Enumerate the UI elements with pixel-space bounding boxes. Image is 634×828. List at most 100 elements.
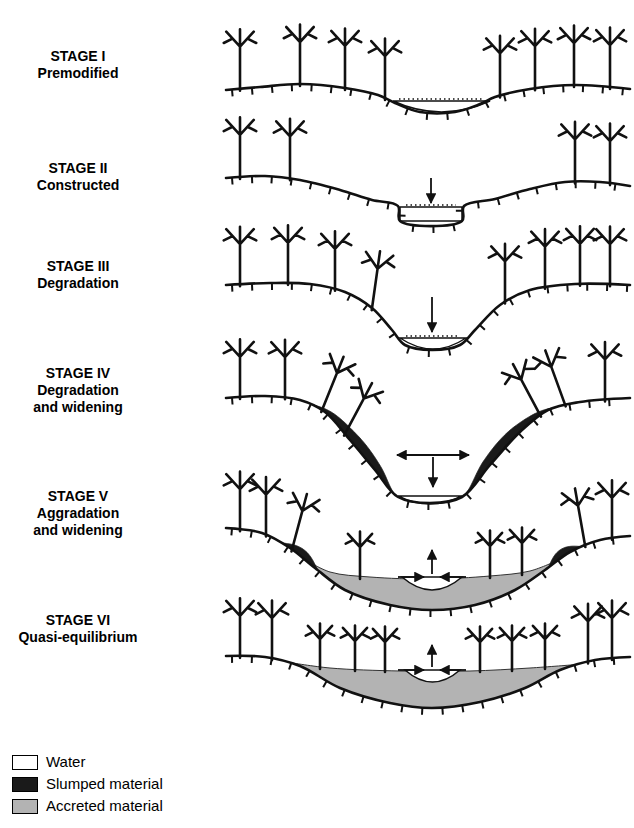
tree: [594, 227, 627, 287]
tree: [498, 626, 527, 671]
tree: [284, 24, 317, 86]
tree: [224, 117, 257, 179]
ground-profile: [226, 396, 630, 503]
tree: [272, 225, 305, 285]
section-features: [224, 225, 627, 336]
stage-name: Quasi-equilibrium: [8, 629, 148, 646]
legend-swatch: [12, 777, 38, 792]
tree: [594, 28, 627, 90]
stage-section: [224, 117, 630, 233]
stage-name: Degradation: [8, 275, 148, 292]
tree: [596, 601, 629, 661]
section-fills: [314, 405, 553, 504]
flow-arrow: [430, 178, 432, 203]
tree: [530, 345, 581, 412]
tree: [330, 376, 387, 444]
ground-ticks: [231, 528, 613, 617]
tree: [224, 339, 257, 399]
stage-name: Constructed: [8, 177, 148, 194]
tree: [346, 532, 375, 579]
tree: [558, 26, 591, 88]
tree: [306, 624, 335, 669]
section-ground: [226, 396, 630, 510]
tree: [276, 490, 323, 556]
section-features: [224, 24, 627, 100]
tree: [371, 627, 400, 672]
ground-ticks: [232, 283, 627, 357]
tree: [531, 624, 560, 669]
legend-swatch: [12, 799, 38, 814]
section-ground: [226, 84, 630, 120]
stage-section: [224, 339, 630, 510]
ground-profile: [226, 84, 630, 113]
legend-row: Water: [12, 752, 85, 772]
stage-number: STAGE IV: [8, 365, 148, 382]
section-ground: [226, 283, 630, 357]
stage-name: Premodified: [8, 65, 148, 82]
legend-swatch: [12, 755, 38, 770]
water: [400, 207, 462, 221]
stage-number: STAGE II: [8, 160, 148, 177]
flow-arrow: [440, 576, 466, 578]
section-fills: [400, 207, 462, 221]
water: [402, 577, 462, 590]
stage-name: Degradation and widening: [28, 382, 128, 416]
tree: [306, 351, 358, 418]
tree: [519, 29, 552, 91]
tree: [329, 28, 362, 90]
water: [405, 670, 460, 682]
ground-ticks: [232, 176, 615, 233]
tree: [589, 342, 622, 402]
tree: [341, 626, 370, 671]
stage-section: [224, 24, 630, 119]
tree: [489, 244, 522, 304]
flow-arrow: [432, 457, 434, 487]
tree: [466, 627, 495, 672]
stage-name: Aggradation and widening: [28, 505, 128, 539]
tree: [269, 340, 302, 400]
tree: [499, 357, 556, 425]
tree: [224, 472, 257, 532]
ground-profile: [226, 528, 630, 610]
legend-text: Water: [46, 753, 85, 771]
legend-row: Slumped material: [12, 774, 163, 794]
section-features: [224, 598, 629, 672]
flow-arrow: [431, 297, 433, 332]
ground-ticks: [232, 84, 623, 120]
flow-arrow: [398, 669, 424, 671]
stage-section: [224, 598, 630, 714]
tree: [476, 531, 505, 578]
legend-text: Accreted material: [46, 797, 163, 815]
water-surface-marks: [399, 98, 484, 100]
ground-profile: [226, 656, 630, 708]
flow-arrow: [440, 669, 466, 671]
section-features: [224, 117, 627, 205]
tree: [256, 601, 289, 661]
stage-number: STAGE I: [8, 48, 148, 65]
tree: [356, 249, 396, 312]
flow-arrow: [398, 576, 424, 578]
section-ground: [226, 176, 630, 233]
stage-number: STAGE VI: [8, 612, 148, 629]
tree: [369, 39, 402, 101]
ground-ticks: [232, 656, 614, 715]
stage-section: [224, 225, 630, 357]
tree: [508, 528, 537, 575]
section-features: [224, 339, 622, 487]
ground-profile: [226, 283, 630, 350]
water-surface-marks: [406, 335, 460, 337]
flow-arrow: [431, 550, 433, 574]
legend-text: Slumped material: [46, 775, 163, 793]
tree: [484, 36, 517, 98]
section-features: [224, 472, 629, 579]
tree: [559, 122, 592, 184]
tree: [224, 227, 257, 287]
tree: [594, 124, 627, 186]
stage-number: STAGE III: [8, 258, 148, 275]
tree: [559, 486, 601, 550]
stage-number: STAGE V: [8, 488, 148, 505]
flow-arrow: [397, 454, 469, 456]
tree: [224, 29, 257, 91]
legend-row: Accreted material: [12, 796, 163, 816]
tree: [596, 480, 629, 540]
